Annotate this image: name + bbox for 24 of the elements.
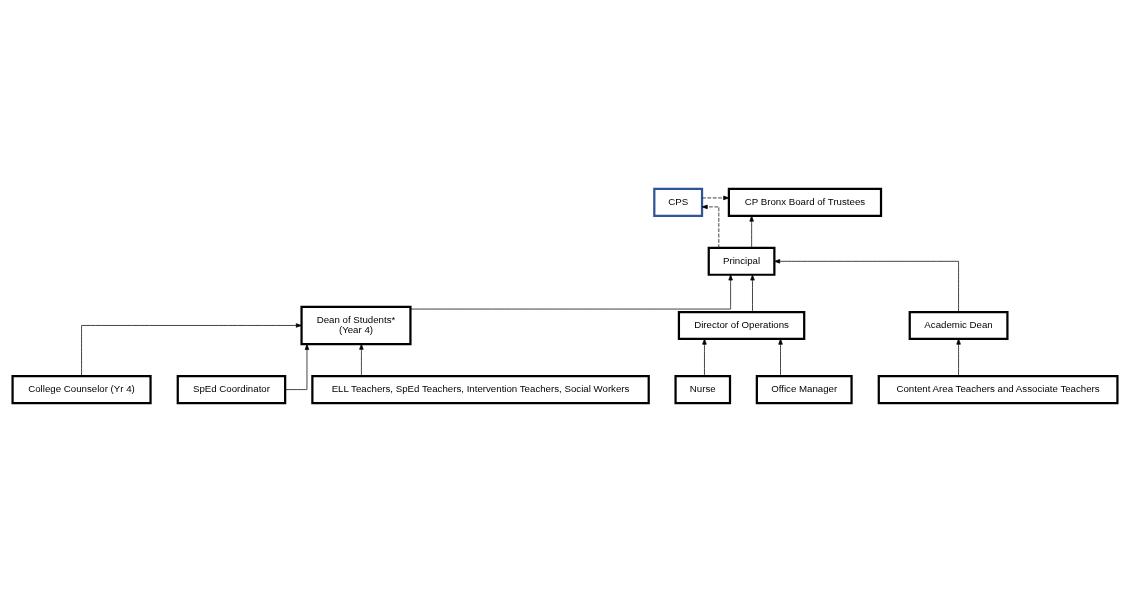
arrow <box>778 338 783 377</box>
arrow <box>410 274 733 310</box>
arrow <box>284 344 310 390</box>
node-box: Academic Dean <box>908 310 1009 340</box>
node-box: Office Manager <box>755 375 853 405</box>
arrow <box>750 274 755 313</box>
node-box: Principal <box>707 246 776 276</box>
arrow <box>81 323 302 377</box>
node-box: Dean of Students* (Year 4) <box>300 305 412 346</box>
node-box: Content Area Teachers and Associate Teachers <box>877 375 1119 405</box>
node-box: ELL Teachers, SpEd Teachers, Intervention Teachers, Social Workers <box>311 375 650 405</box>
node-box: Director of Operations <box>677 310 806 340</box>
node-box: CPS <box>653 187 704 217</box>
arrow <box>701 204 720 249</box>
arrow <box>359 343 364 377</box>
arrow <box>774 259 959 313</box>
node-box: SpEd Coordinator <box>176 375 287 405</box>
arrow <box>702 338 707 377</box>
node-box: College Counselor (Yr 4) <box>11 375 152 405</box>
arrow <box>701 195 730 201</box>
arrow <box>956 338 961 377</box>
arrow <box>749 215 754 249</box>
node-box: CP Bronx Board of Trustees <box>727 187 883 217</box>
node-box: Nurse <box>674 375 732 405</box>
